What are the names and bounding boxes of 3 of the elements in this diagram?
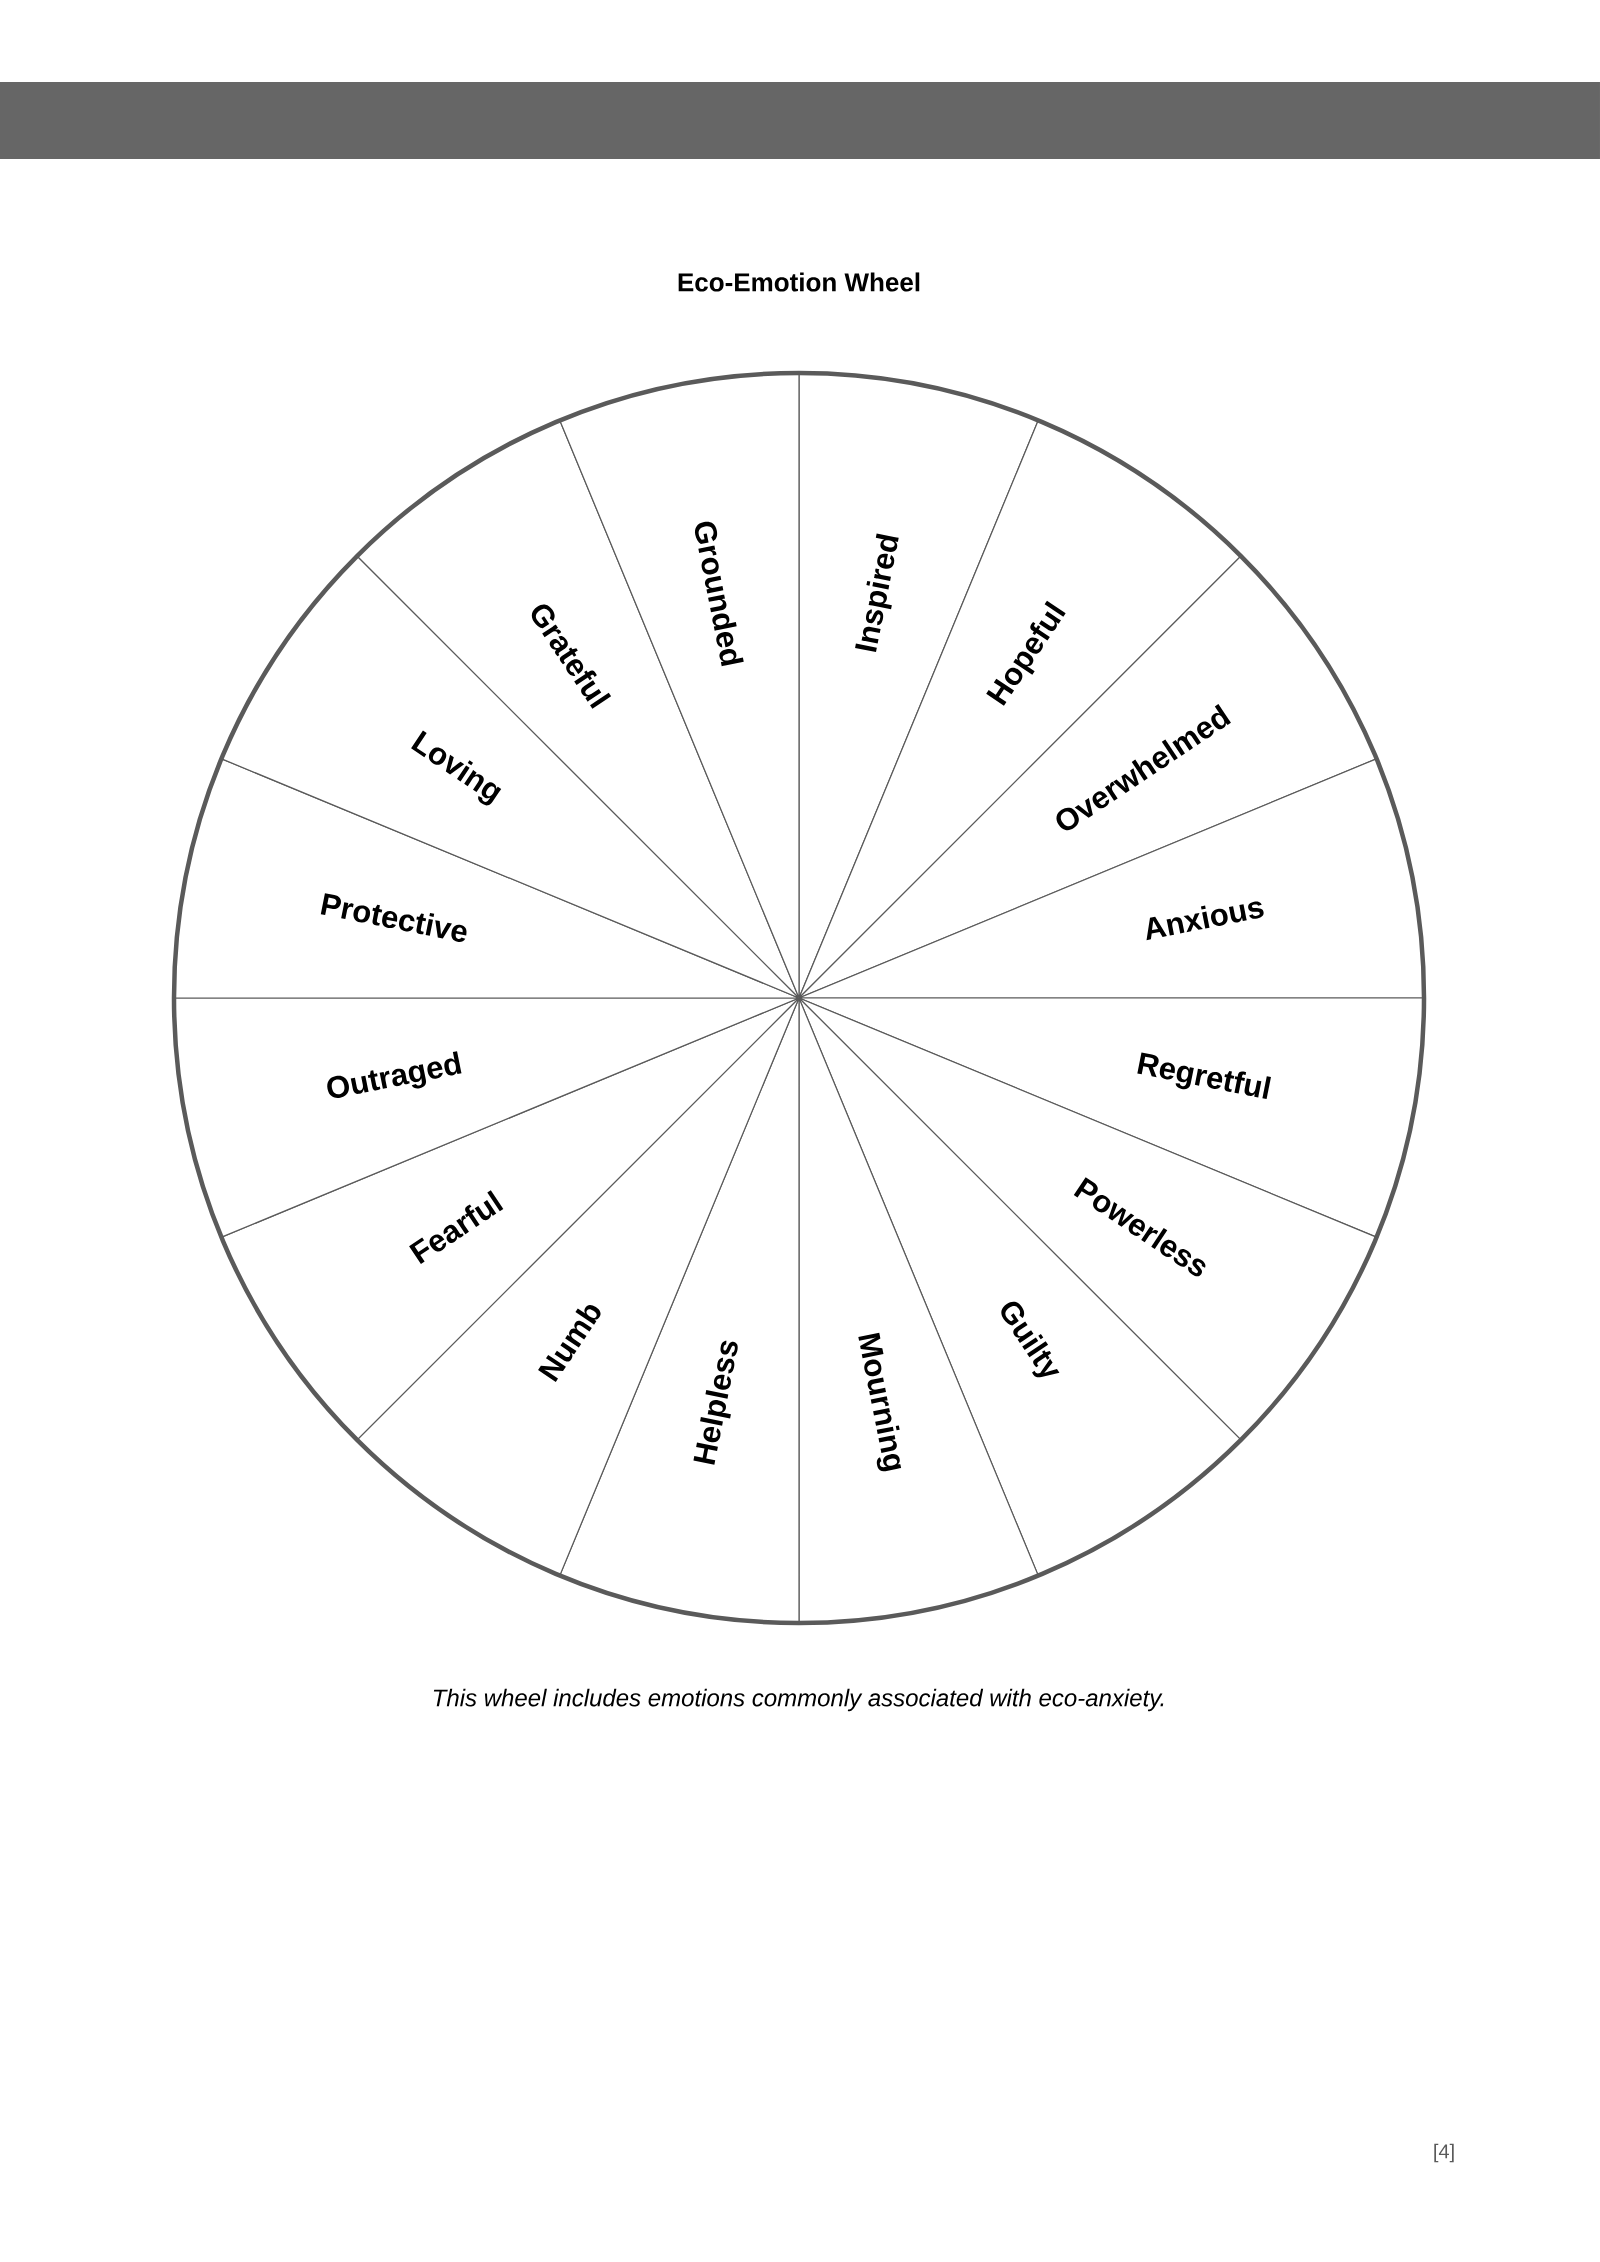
title: Eco-Emotion Wheel — [678, 272, 920, 292]
page-number: [4] — [1434, 2143, 1454, 2163]
caption: This wheel includes emotions commonly associated with eco-anxiety. — [433, 1688, 1164, 1712]
